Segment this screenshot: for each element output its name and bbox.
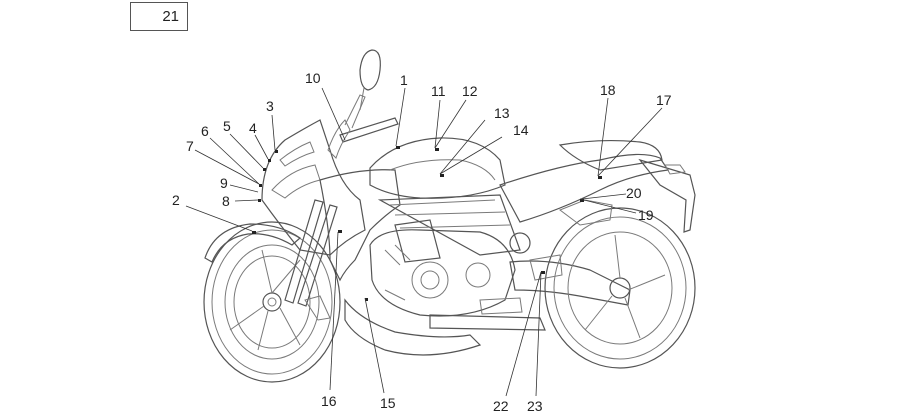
callout-20: 20: [626, 185, 642, 201]
fuel-tank: [369, 137, 506, 199]
front-fairing: [261, 119, 366, 256]
callout-10: 10: [305, 70, 321, 86]
callout-labels: 1 2 3 4 5 6 7 8 9 10 11 12 13 14 15 16 1…: [172, 70, 672, 413]
callout-5: 5: [223, 118, 231, 134]
callout-16: 16: [321, 393, 337, 409]
callout-17: 17: [656, 92, 672, 108]
seat-tail: [499, 139, 696, 233]
callout-3: 3: [266, 98, 274, 114]
callout-8: 8: [222, 193, 230, 209]
side-fairing: [319, 169, 401, 282]
callout-2: 2: [172, 192, 180, 208]
front-fork: [284, 199, 338, 321]
callout-9: 9: [220, 175, 228, 191]
handlebar-mirror: [327, 49, 399, 159]
motorcycle-illustration: [203, 49, 696, 383]
callout-13: 13: [494, 105, 510, 121]
front-wheel: [203, 221, 341, 383]
callout-18: 18: [600, 82, 616, 98]
reference-number-box: 21: [130, 2, 188, 31]
callout-11: 11: [431, 83, 446, 99]
swingarm: [509, 260, 631, 306]
frame: [377, 194, 521, 263]
callout-7: 7: [186, 138, 194, 154]
leader-lines: [185, 87, 663, 397]
rear-set-bracket: [558, 199, 613, 226]
callout-14: 14: [513, 122, 529, 138]
decal-markers: [252, 146, 602, 301]
exhaust: [429, 314, 546, 331]
callout-19: 19: [638, 207, 654, 223]
callout-15: 15: [380, 395, 396, 411]
callout-1: 1: [400, 72, 408, 88]
callout-22: 22: [493, 398, 509, 413]
belly-pan: [344, 298, 482, 356]
callout-23: 23: [527, 398, 543, 413]
callout-4: 4: [249, 120, 257, 136]
reference-number: 21: [162, 8, 179, 25]
rear-wheel: [544, 207, 696, 369]
callout-6: 6: [201, 123, 209, 139]
engine: [369, 229, 531, 317]
callout-12: 12: [462, 83, 478, 99]
front-fender: [204, 223, 301, 263]
